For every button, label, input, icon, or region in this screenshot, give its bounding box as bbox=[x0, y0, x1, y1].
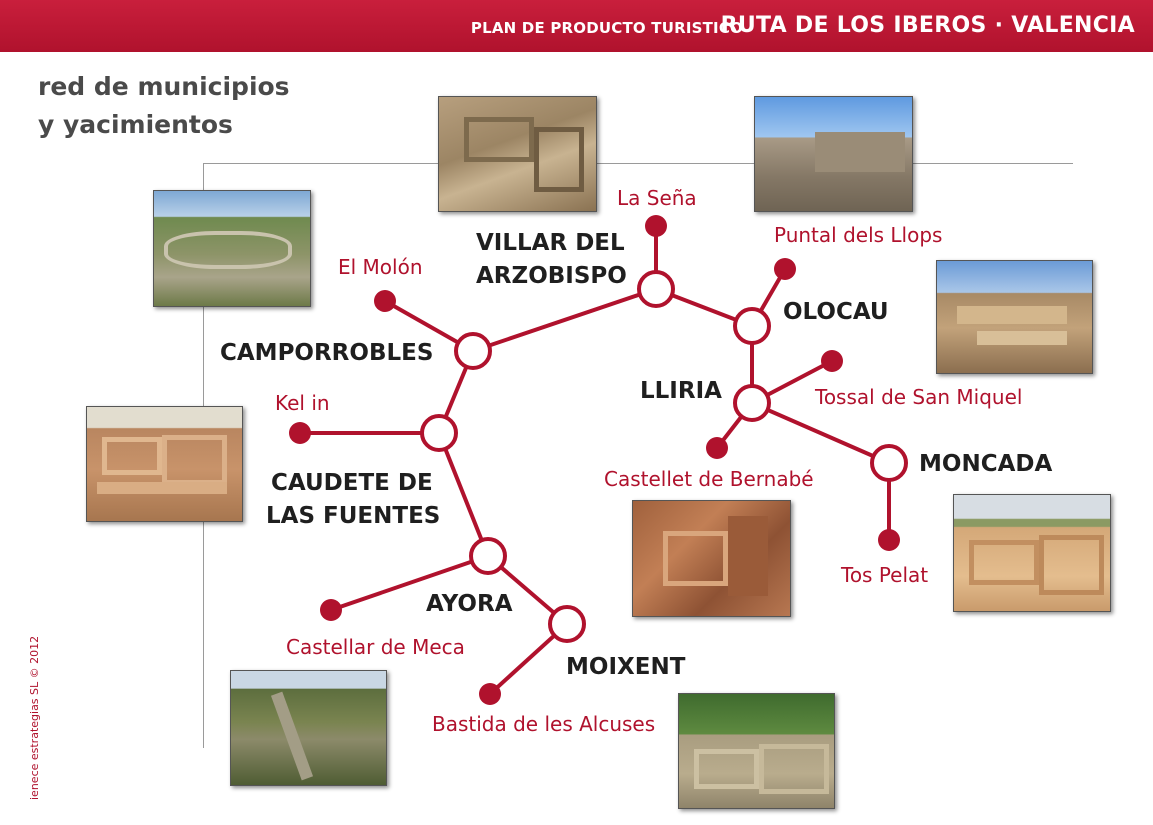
site-tossal-de-san-miquel: Tossal de San Miquel bbox=[815, 385, 1023, 409]
muni-villar-line-2: ARZOBISPO bbox=[476, 263, 627, 289]
edge-lliria-moncada bbox=[751, 401, 890, 465]
photo-tos-pelat bbox=[953, 494, 1111, 612]
header-main-title: RUTA DE LOS IBEROS · VALENCIA bbox=[720, 13, 1135, 38]
node-moixent bbox=[548, 605, 586, 643]
site-puntal-dels-llops: Puntal dels Llops bbox=[774, 223, 943, 247]
node-olocau bbox=[733, 307, 771, 345]
site-castellar-de-meca: Castellar de Meca bbox=[286, 635, 465, 659]
page-heading: red de municipios y yacimientos bbox=[38, 68, 290, 144]
site-la-sena: La Seña bbox=[617, 186, 697, 210]
muni-ayora: AYORA bbox=[426, 591, 513, 617]
heading-line-2: y yacimientos bbox=[38, 110, 233, 139]
divider-horizontal bbox=[203, 163, 1073, 164]
dot-tos-pelat bbox=[878, 529, 900, 551]
muni-lliria: LLIRIA bbox=[640, 378, 722, 404]
muni-caudete-de-las-fuentes: CAUDETE DE LAS FUENTES bbox=[266, 467, 440, 533]
photo-castellet-de-bernabe bbox=[632, 500, 791, 617]
header-pre-title: PLAN DE PRODUCTO TURISTICO bbox=[470, 19, 743, 37]
dot-puntal bbox=[774, 258, 796, 280]
site-castellet-de-bernabe: Castellet de Bernabé bbox=[604, 467, 814, 491]
muni-villar-del-arzobispo: VILLAR DEL ARZOBISPO bbox=[476, 227, 627, 293]
node-lliria bbox=[733, 384, 771, 422]
site-tos-pelat: Tos Pelat bbox=[841, 563, 929, 587]
dot-castellet bbox=[706, 437, 728, 459]
photo-kelin bbox=[86, 406, 243, 522]
muni-caudete-line-1: CAUDETE DE bbox=[271, 470, 433, 496]
photo-la-sena bbox=[438, 96, 597, 212]
node-ayora bbox=[469, 537, 507, 575]
node-moncada bbox=[870, 444, 908, 482]
site-bastida-de-les-alcuses: Bastida de les Alcuses bbox=[432, 712, 656, 736]
site-kelin: Kel in bbox=[275, 391, 330, 415]
dot-la-sena bbox=[645, 215, 667, 237]
site-el-molon: El Molón bbox=[338, 255, 423, 279]
dot-el-molon bbox=[374, 290, 396, 312]
header-banner: PLAN DE PRODUCTO TURISTICO RUTA DE LOS I… bbox=[0, 0, 1153, 52]
photo-castellar-de-meca bbox=[230, 670, 387, 786]
heading-line-1: red de municipios bbox=[38, 72, 290, 101]
muni-villar-line-1: VILLAR DEL bbox=[476, 230, 625, 256]
node-villar bbox=[637, 270, 675, 308]
photo-bastida-de-les-alcuses bbox=[678, 693, 835, 809]
node-caudete bbox=[420, 414, 458, 452]
photo-el-molon bbox=[153, 190, 311, 307]
edge-caudete-ayora bbox=[437, 432, 490, 557]
dot-castellar bbox=[320, 599, 342, 621]
muni-camporrobles: CAMPORROBLES bbox=[220, 340, 434, 366]
muni-moncada: MONCADA bbox=[919, 451, 1053, 477]
muni-moixent: MOIXENT bbox=[566, 654, 686, 680]
node-camporrobles bbox=[454, 332, 492, 370]
edge-villar-camporrobles bbox=[472, 287, 657, 353]
dot-bastida bbox=[479, 683, 501, 705]
muni-olocau: OLOCAU bbox=[783, 299, 889, 325]
photo-olocau bbox=[936, 260, 1093, 374]
dot-kelin bbox=[289, 422, 311, 444]
photo-puntal-dels-llops bbox=[754, 96, 913, 212]
edge-ayora-castellar bbox=[330, 554, 489, 612]
dot-tossal bbox=[821, 350, 843, 372]
muni-caudete-line-2: LAS FUENTES bbox=[266, 503, 441, 529]
